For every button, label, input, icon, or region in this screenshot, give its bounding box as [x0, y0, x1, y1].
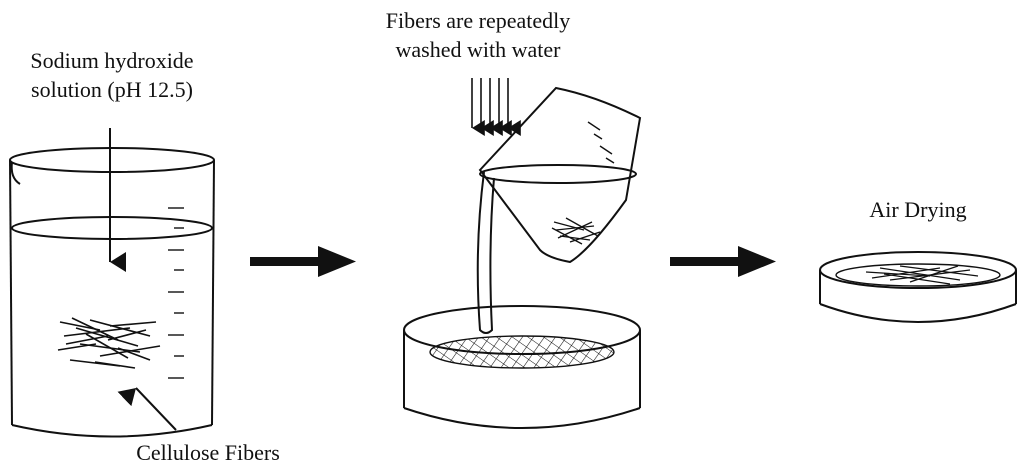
process-arrow-1: [250, 246, 356, 277]
sieve-icon: [403, 305, 641, 429]
beaker-icon: [9, 147, 215, 438]
step3-drying-group: Air Drying: [819, 197, 1017, 323]
step1-beaker-group: Sodium hydroxide solution (pH 12.5): [9, 48, 280, 465]
wash-label-line2: washed with water: [396, 37, 562, 62]
reagent-label-line1: Sodium hydroxide: [30, 48, 193, 73]
drying-label: Air Drying: [869, 197, 966, 222]
step2-washing-group: Fibers are repeatedly washed with water: [386, 8, 642, 429]
reagent-label-line2: solution (pH 12.5): [31, 77, 193, 102]
process-arrow-2: [670, 246, 776, 277]
fibers-label: Cellulose Fibers: [136, 440, 280, 465]
water-arrows-icon: [471, 78, 521, 136]
petri-dish-icon: [819, 251, 1017, 323]
cellulose-fibers-icon: [57, 317, 161, 369]
graduation-marks: [168, 207, 184, 379]
water-stream: [476, 171, 495, 334]
tilted-beaker-icon: [478, 86, 642, 264]
fibers-pointer-arrow: [117, 387, 177, 431]
wash-label-line1: Fibers are repeatedly: [386, 8, 570, 33]
